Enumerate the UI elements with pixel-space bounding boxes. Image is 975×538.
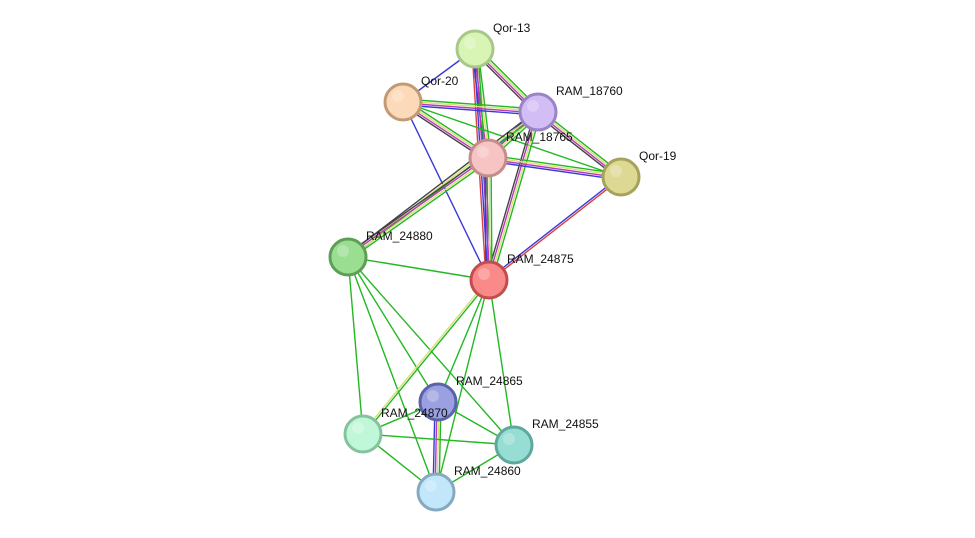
node-label: RAM_24875 <box>507 252 574 266</box>
edge-line <box>363 279 491 436</box>
edge-line <box>485 110 536 280</box>
node-highlight <box>427 390 439 402</box>
edge-line <box>402 104 539 116</box>
edge-qor19-ram24875 <box>487 175 623 282</box>
edge-line <box>402 98 539 110</box>
edge-ram24875-ram24865 <box>437 279 490 403</box>
edge-line <box>490 157 493 281</box>
node-label: RAM_18760 <box>556 84 623 98</box>
edge-line <box>491 112 542 282</box>
edge-line <box>347 256 364 435</box>
node-label: RAM_24870 <box>381 406 448 420</box>
node-circle[interactable] <box>328 237 368 277</box>
node-circle[interactable] <box>343 414 383 454</box>
edge-ram24875-ram24855 <box>488 279 515 446</box>
node-ram24865[interactable]: RAM_24865 <box>418 374 523 422</box>
edge-ram18765-ram24880 <box>345 154 491 261</box>
edge-ram24875-ram24860 <box>435 279 490 493</box>
edge-line <box>489 111 540 281</box>
edge-line <box>488 279 515 446</box>
edge-line <box>486 160 622 181</box>
edge-line <box>347 256 439 403</box>
node-label: RAM_24865 <box>456 374 523 388</box>
edge-line <box>362 433 515 446</box>
edge-line <box>488 157 491 281</box>
node-ram24870[interactable]: RAM_24870 <box>343 406 448 454</box>
edge-line <box>487 111 538 281</box>
edge-line <box>487 175 622 280</box>
node-circle[interactable] <box>494 425 534 465</box>
edge-ram18760-ram24875 <box>485 110 542 282</box>
edge-line <box>347 256 515 446</box>
node-highlight <box>392 90 404 102</box>
edge-line <box>402 102 539 114</box>
node-circle[interactable] <box>601 157 641 197</box>
edge-line <box>487 156 622 177</box>
node-circle[interactable] <box>418 382 458 422</box>
node-highlight <box>464 37 476 49</box>
edge-ram24880-ram24875 <box>347 256 490 281</box>
node-qor20[interactable]: Qor-20 <box>383 74 459 122</box>
edge-line <box>347 256 490 281</box>
node-highlight <box>610 165 622 177</box>
node-highlight <box>503 433 515 445</box>
node-ram24860[interactable]: RAM_24860 <box>416 464 521 512</box>
edge-line <box>349 159 491 261</box>
edge-line <box>437 279 490 403</box>
node-highlight <box>527 100 539 112</box>
node-label: RAM_18765 <box>506 130 573 144</box>
edge-ram24880-ram24855 <box>347 256 515 446</box>
node-highlight <box>425 480 437 492</box>
edge-line <box>402 100 539 112</box>
node-label: Qor-19 <box>639 149 677 163</box>
edge-ram24880-ram24870 <box>347 256 364 435</box>
node-highlight <box>352 422 364 434</box>
node-label: RAM_24860 <box>454 464 521 478</box>
edge-line <box>488 177 623 282</box>
edge-qor20-ram18760 <box>402 98 539 116</box>
node-label: RAM_24880 <box>366 229 433 243</box>
node-circle[interactable] <box>518 92 558 132</box>
edge-line <box>486 157 489 281</box>
node-highlight <box>337 245 349 257</box>
node-circle[interactable] <box>416 472 456 512</box>
node-ram18760[interactable]: RAM_18760 <box>518 84 623 132</box>
node-highlight <box>478 268 490 280</box>
edge-ram18765-qor19 <box>486 154 623 181</box>
edge-line <box>487 158 622 179</box>
edge-line <box>435 279 490 493</box>
node-highlight <box>477 146 489 158</box>
edge-line <box>487 154 623 175</box>
edge-line <box>345 154 487 256</box>
node-ram24875[interactable]: RAM_24875 <box>469 252 574 300</box>
node-label: RAM_24855 <box>532 417 599 431</box>
node-circle[interactable] <box>468 138 508 178</box>
node-qor13[interactable]: Qor-13 <box>455 21 531 69</box>
node-qor19[interactable]: Qor-19 <box>601 149 677 197</box>
edge-ram24875-ram24870 <box>361 278 491 436</box>
node-ram24880[interactable]: RAM_24880 <box>328 229 433 277</box>
node-ram18765[interactable]: RAM_18765 <box>468 130 573 178</box>
node-circle[interactable] <box>455 29 495 69</box>
edge-ram24880-ram24865 <box>347 256 439 403</box>
node-ram24855[interactable]: RAM_24855 <box>494 417 599 465</box>
edge-line <box>484 157 487 281</box>
edge-ram24880-ram24860 <box>347 256 437 493</box>
edge-line <box>347 256 437 493</box>
edge-line <box>346 156 489 257</box>
edge-ram24870-ram24855 <box>362 433 515 446</box>
node-label: Qor-20 <box>421 74 459 88</box>
nodes-layer: Qor-13Qor-20RAM_18760RAM_18765Qor-19RAM_… <box>328 21 677 512</box>
edge-line <box>347 158 490 259</box>
node-circle[interactable] <box>383 82 423 122</box>
node-label: Qor-13 <box>493 21 531 35</box>
edge-ram18765-ram24875 <box>484 157 493 281</box>
node-circle[interactable] <box>469 260 509 300</box>
edge-line <box>361 278 489 435</box>
